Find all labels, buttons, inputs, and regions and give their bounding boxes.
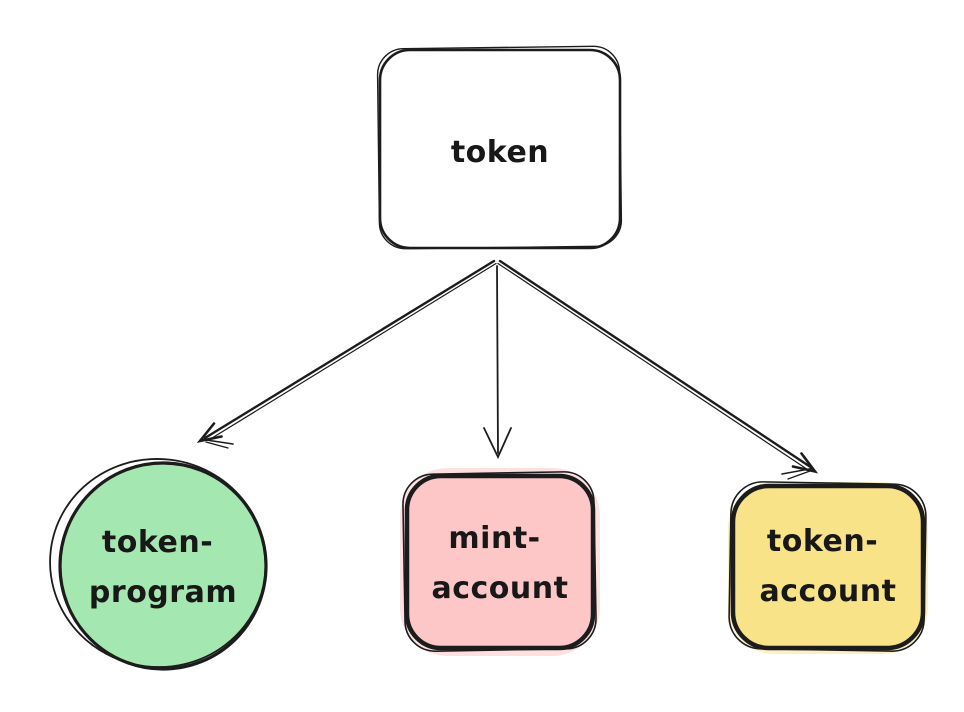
node-token: token <box>376 45 623 250</box>
node-token-program: token- program <box>49 458 268 671</box>
arrowhead-left <box>196 422 223 444</box>
token-account-label: token- account <box>760 524 897 609</box>
token-account-sketch-line <box>728 481 927 652</box>
token-label: token <box>451 135 549 170</box>
arrowhead-right <box>791 452 819 474</box>
token-program-sketch-line <box>49 458 267 668</box>
token-box-sketch-line <box>376 45 623 250</box>
arrowhead-middle <box>483 427 512 460</box>
edge-token-to-token-account <box>497 259 819 480</box>
edge-token-to-mint-account <box>483 265 512 460</box>
token-account-box <box>730 483 926 651</box>
token-program-label: token- program <box>89 525 237 610</box>
mint-account-box <box>404 473 596 651</box>
edge-token-to-token-program <box>196 259 497 449</box>
token-program-circle <box>58 461 268 671</box>
node-mint-account: mint- account <box>400 468 600 656</box>
mint-account-label: mint- account <box>432 521 569 606</box>
node-token-account: token- account <box>728 481 928 654</box>
mint-account-sketch-line <box>402 471 597 652</box>
